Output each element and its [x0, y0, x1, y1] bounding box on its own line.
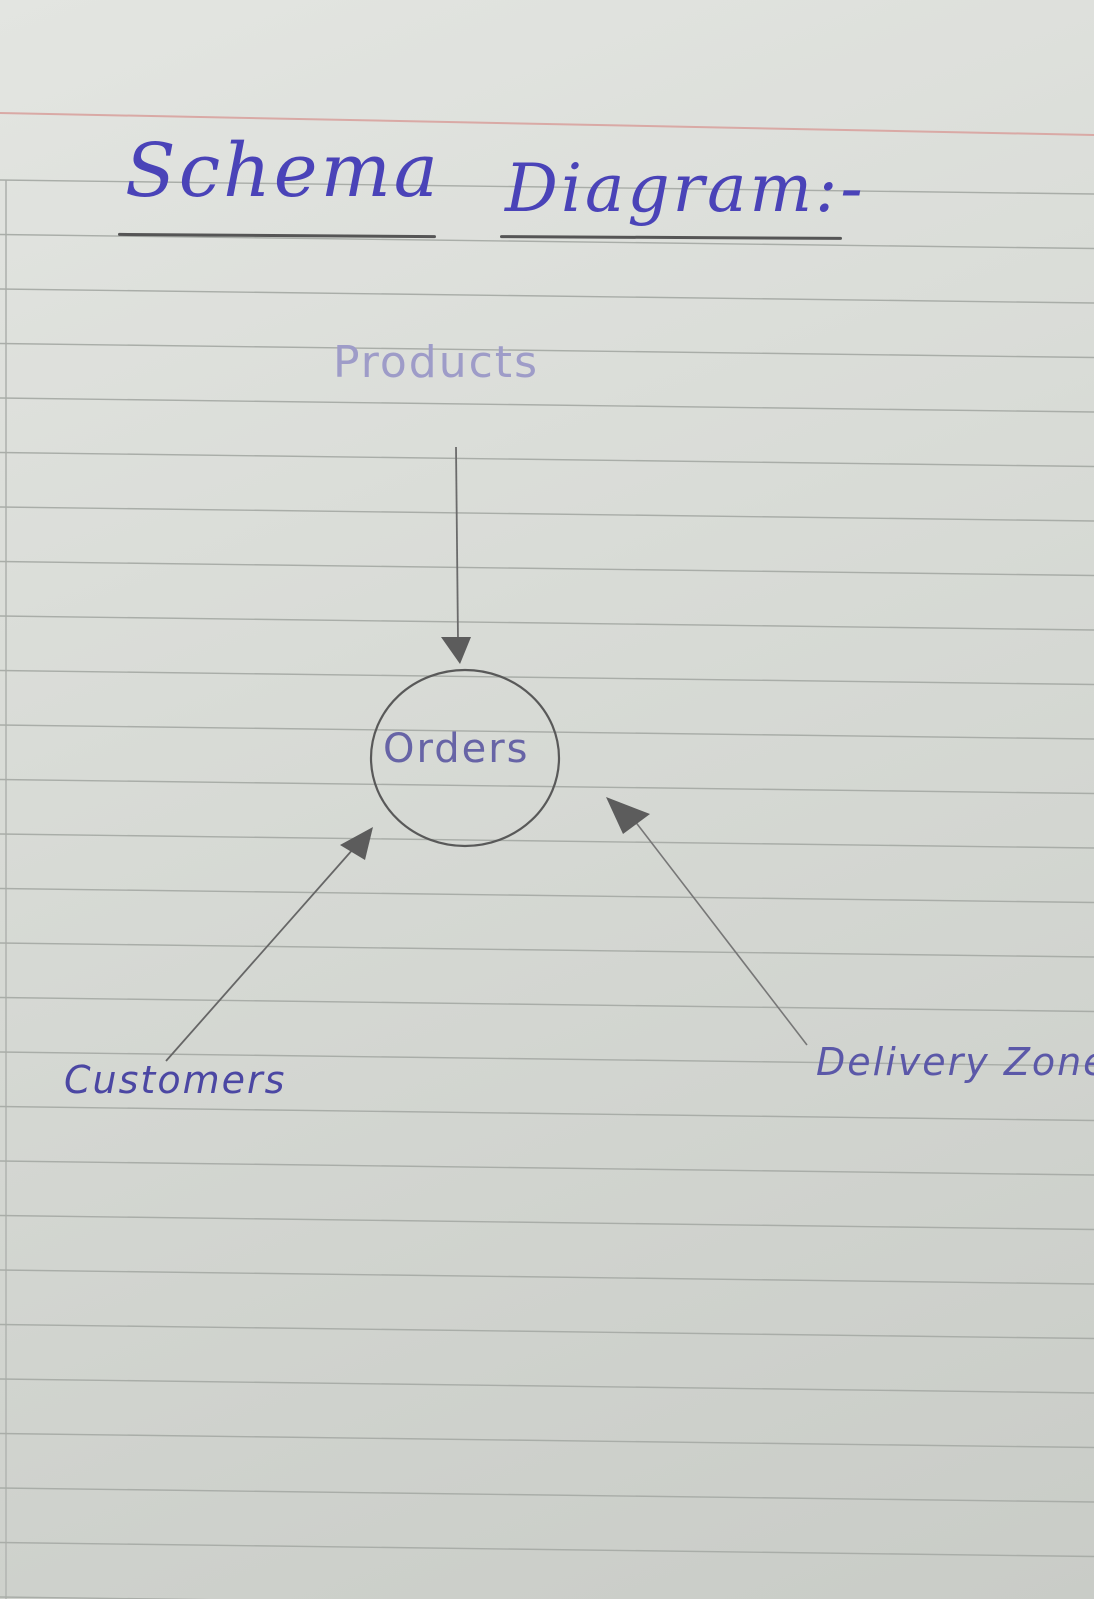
ruled-line — [0, 1160, 1094, 1176]
ruled-line — [0, 1051, 1094, 1067]
ruled-line — [0, 1214, 1094, 1231]
arrowhead-delivery — [606, 797, 650, 834]
entity-customers-label: Customers — [64, 1058, 287, 1102]
entity-products-label: Products — [333, 337, 539, 388]
ruled-line — [0, 942, 1094, 958]
ruled-line — [0, 996, 1094, 1013]
ruled-line — [0, 615, 1094, 631]
ruled-line — [0, 560, 1094, 577]
ruled-line — [0, 724, 1094, 740]
margin-top-line — [0, 112, 1094, 136]
ruled-line — [0, 451, 1094, 468]
ruled-line — [0, 506, 1094, 522]
ruled-line — [0, 1105, 1094, 1122]
ruled-line — [0, 1323, 1094, 1340]
ruled-line — [0, 1378, 1094, 1394]
ruled-line — [0, 1487, 1094, 1503]
ruled-line — [0, 233, 1094, 250]
relation-products-orders — [455, 446, 459, 641]
entity-delivery-zone-label: Delivery Zone — [816, 1040, 1094, 1084]
entity-orders-label: Orders — [383, 726, 530, 772]
relation-customers-orders — [165, 847, 355, 1062]
ruled-line — [0, 887, 1094, 904]
orders-entity-circle — [369, 668, 561, 848]
arrowhead-products — [441, 637, 471, 664]
ruled-line — [0, 1269, 1094, 1285]
ruled-line — [0, 1541, 1094, 1558]
ruled-line — [0, 1432, 1094, 1449]
ruled-line — [0, 669, 1094, 686]
title-word-diagram: Diagram:- — [505, 150, 866, 227]
ruled-line — [0, 833, 1094, 849]
ruled-line — [0, 179, 1094, 195]
relation-delivery-orders — [630, 815, 808, 1046]
arrowhead-customers — [340, 827, 373, 860]
ruled-line — [0, 342, 1094, 359]
ruled-line — [0, 288, 1094, 304]
title-word-schema: Schema — [125, 128, 441, 214]
ruled-line — [0, 397, 1094, 413]
ruled-line — [0, 778, 1094, 795]
